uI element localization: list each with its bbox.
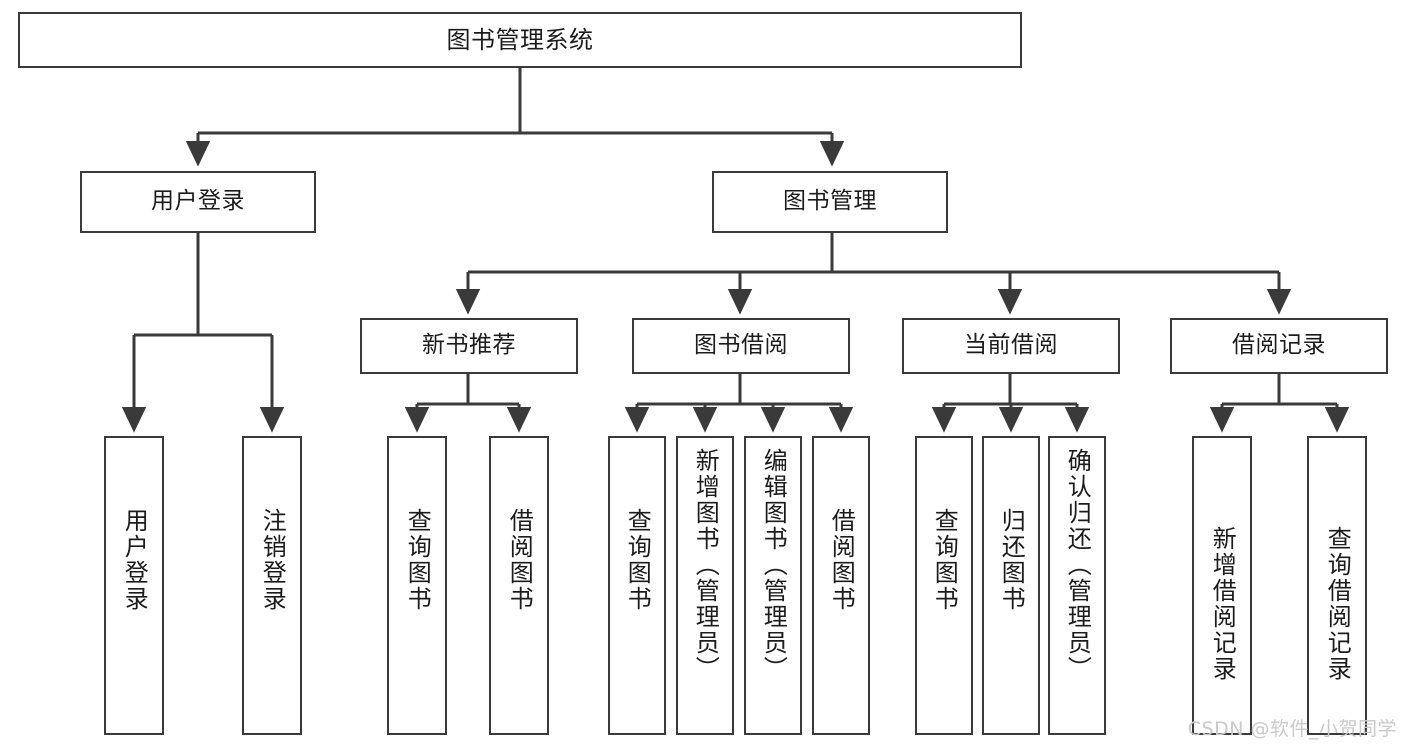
node-label: 用户登录: [120, 508, 149, 612]
node-label: 新书推荐: [422, 332, 516, 359]
node-book-management[interactable]: 图书管理: [712, 171, 948, 233]
node-label: 编辑图书（管理员）: [759, 448, 788, 682]
node-new-book-recommend[interactable]: 新书推荐: [360, 318, 578, 374]
node-label: 查询借阅记录: [1323, 526, 1352, 682]
node-leaf-borrow-record-add[interactable]: 新增借阅记录: [1192, 436, 1252, 735]
node-label: 图书管理: [783, 188, 877, 215]
node-leaf-borrow-record-query[interactable]: 查询借阅记录: [1307, 436, 1367, 735]
node-leaf-new-book-borrow[interactable]: 借阅图书: [489, 436, 549, 735]
node-leaf-user-login-logout[interactable]: 注销登录: [242, 436, 302, 735]
node-label: 查询图书: [930, 508, 959, 612]
node-label: 查询图书: [623, 508, 652, 612]
node-book-borrow[interactable]: 图书借阅: [632, 318, 850, 374]
node-label: 用户登录: [151, 188, 245, 215]
node-label: 图书借阅: [694, 332, 788, 359]
node-label: 借阅图书: [505, 508, 534, 612]
node-label: 归还图书: [997, 508, 1026, 612]
node-label: 借阅记录: [1232, 332, 1326, 359]
node-label: 借阅图书: [827, 508, 856, 612]
node-leaf-book-borrow-add[interactable]: 新增图书（管理员）: [676, 436, 734, 735]
node-label: 查询图书: [403, 508, 432, 612]
node-label: 当前借阅: [964, 332, 1058, 359]
node-leaf-current-borrow-return[interactable]: 归还图书: [982, 436, 1040, 735]
node-leaf-current-borrow-confirm-return[interactable]: 确认归还（管理员）: [1048, 436, 1106, 735]
node-label: 图书管理系统: [446, 25, 594, 54]
node-leaf-new-book-query[interactable]: 查询图书: [387, 436, 447, 735]
node-borrow-record[interactable]: 借阅记录: [1170, 318, 1388, 374]
node-user-login[interactable]: 用户登录: [80, 171, 316, 233]
node-label: 注销登录: [258, 508, 287, 612]
node-leaf-current-borrow-query[interactable]: 查询图书: [915, 436, 973, 735]
node-label: 新增借阅记录: [1208, 526, 1237, 682]
node-leaf-book-borrow-borrow[interactable]: 借阅图书: [812, 436, 870, 735]
node-current-borrow[interactable]: 当前借阅: [902, 318, 1120, 374]
node-leaf-user-login-login[interactable]: 用户登录: [104, 436, 164, 735]
node-root-book-management-system[interactable]: 图书管理系统: [18, 12, 1022, 68]
node-leaf-book-borrow-query[interactable]: 查询图书: [608, 436, 666, 735]
node-label: 新增图书（管理员）: [691, 448, 720, 682]
node-leaf-book-borrow-edit[interactable]: 编辑图书（管理员）: [744, 436, 802, 735]
node-label: 确认归还（管理员）: [1063, 448, 1092, 682]
csdn-watermark: CSDN @软件_小贺同学: [1187, 718, 1397, 740]
